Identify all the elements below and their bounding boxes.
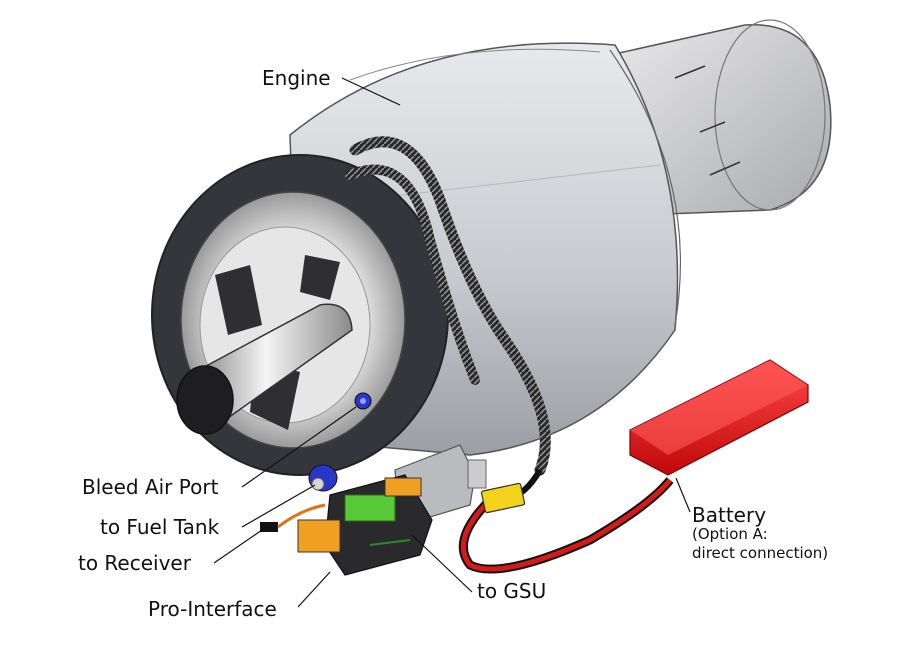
receiver-label: to Receiver (78, 551, 191, 575)
pro-interface-leader-line (297, 571, 331, 608)
gsu-label: to GSU (477, 579, 547, 603)
battery-option-label: (Option A: (692, 525, 768, 543)
xt-connector (480, 482, 526, 514)
fuel-tank-label: to Fuel Tank (100, 515, 220, 539)
battery-label: Battery (692, 503, 767, 527)
gsu-leader-line (411, 534, 473, 593)
battery-wire (458, 477, 674, 574)
battery-pack (629, 359, 809, 476)
engine-leader-line (341, 77, 401, 106)
spinner-cone (176, 303, 353, 435)
fuel-tank-leader-line (241, 484, 316, 528)
pro-interface-module (297, 474, 433, 576)
bleed-air-leader-line (241, 406, 357, 488)
battery-leader-line (675, 477, 691, 513)
engine-label: Engine (262, 66, 331, 90)
pro-interface-label: Pro-Interface (148, 597, 277, 621)
fuel-fitting (308, 464, 338, 492)
stator-vanes (215, 255, 340, 430)
battery-connection-label: direct connection) (692, 544, 829, 562)
bleed-air-port-label: Bleed Air Port (82, 475, 219, 499)
receiver-leader-line (213, 529, 263, 564)
leader-lines (213, 77, 691, 608)
receiver-lead (260, 503, 326, 532)
bleed-air-port-fitting (354, 392, 372, 410)
